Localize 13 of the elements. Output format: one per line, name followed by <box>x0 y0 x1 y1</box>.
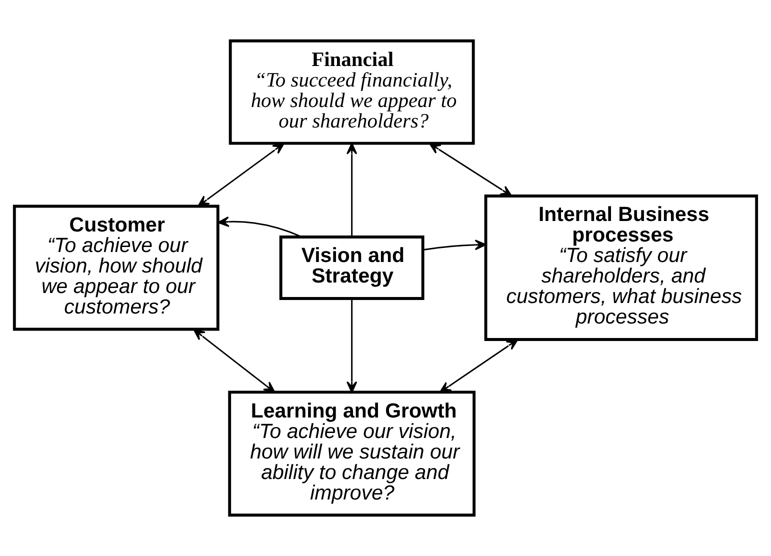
node-box: Financial “To succeed financially, how should we appear to our shareholders? <box>228 39 475 145</box>
arrow <box>218 216 302 238</box>
node-box: Vision and Strategy <box>279 236 424 300</box>
arrow <box>346 142 358 237</box>
arrow <box>193 328 276 393</box>
arrow <box>346 298 358 393</box>
arrow <box>439 338 518 393</box>
node-box: Internal Business processes “To satisfy our shareholders, and customers, what business processes <box>484 194 758 341</box>
node-box: Learning and Growth “To achieve our vision, how will we sustain our ability to change and improve? <box>228 390 476 517</box>
arrow <box>422 240 486 251</box>
arrow <box>429 142 512 197</box>
node-box: Customer “To achieve our vision, how should we appear to our customers? <box>12 204 220 331</box>
arrow <box>198 142 284 207</box>
